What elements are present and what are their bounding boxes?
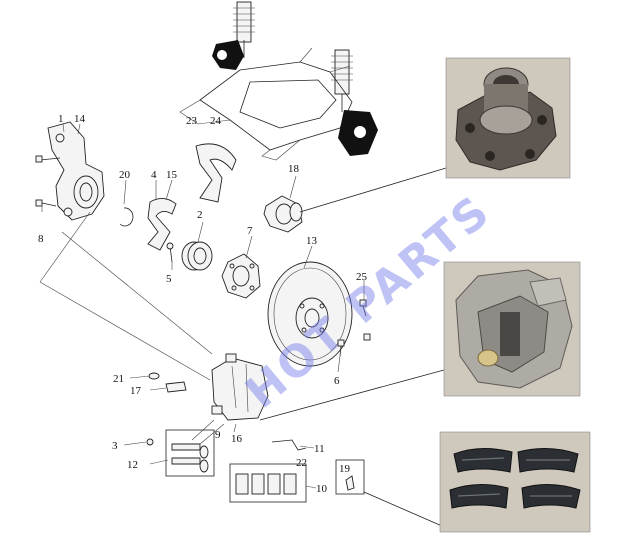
callout-1: 1 <box>58 113 64 125</box>
backing-plate-drawing <box>195 143 237 203</box>
callout-4: 4 <box>151 169 157 181</box>
callout-21: 21 <box>113 373 124 385</box>
callout-11: 11 <box>314 443 325 455</box>
callout-14: 14 <box>74 113 86 125</box>
callout-15: 15 <box>166 169 178 181</box>
callout-5: 5 <box>166 273 172 285</box>
callout-18: 18 <box>288 163 300 175</box>
callout-20: 20 <box>119 169 131 181</box>
bolt-8-drawing <box>35 199 57 207</box>
bolt-6-drawing <box>337 333 371 357</box>
bolt-19-kit-drawing <box>335 459 365 495</box>
callout-2: 2 <box>197 209 203 221</box>
callout-3: 3 <box>112 440 118 452</box>
callout-10: 10 <box>316 483 328 495</box>
spring-clip-11-drawing <box>271 439 307 451</box>
suspension-subframe-drawing <box>179 1 378 161</box>
callout-24: 24 <box>210 115 222 127</box>
callout-16: 16 <box>231 433 243 445</box>
callout-12: 12 <box>127 459 138 471</box>
bolt-25-drawing <box>359 299 367 317</box>
callout-22: 22 <box>296 457 307 469</box>
wheel-hub-photo <box>445 57 571 179</box>
brake-caliper-photo <box>443 261 581 397</box>
dust-shield-drawing <box>147 198 177 251</box>
leader-lines <box>39 123 447 527</box>
callout-13: 13 <box>306 235 318 247</box>
callout-labels: 1 14 20 4 15 23 24 18 8 2 5 7 13 25 6 21… <box>38 113 368 495</box>
brake-disc-drawing <box>267 261 353 367</box>
hub-18-drawing <box>263 195 303 233</box>
callout-19: 19 <box>339 463 351 475</box>
caliper-drawing <box>211 353 269 421</box>
wheel-bearing-drawing <box>181 241 213 271</box>
callout-9: 9 <box>215 429 221 441</box>
callout-8: 8 <box>38 233 44 245</box>
bleeder-21-drawing <box>148 372 160 380</box>
snap-ring-drawing <box>119 207 134 227</box>
steering-knuckle-drawing <box>35 121 105 221</box>
guide-pin-kit-drawing <box>146 429 215 477</box>
callout-7: 7 <box>247 225 253 237</box>
hub-flange-drawing <box>221 253 261 299</box>
callout-6: 6 <box>334 375 340 387</box>
callout-23: 23 <box>186 115 198 127</box>
brake-pads-photo <box>439 431 591 533</box>
callout-17: 17 <box>130 385 142 397</box>
callout-25: 25 <box>356 271 368 283</box>
brake-pad-kit-drawing <box>229 463 307 503</box>
sensor-17-drawing <box>165 381 187 393</box>
bolt-5-drawing <box>166 242 174 263</box>
